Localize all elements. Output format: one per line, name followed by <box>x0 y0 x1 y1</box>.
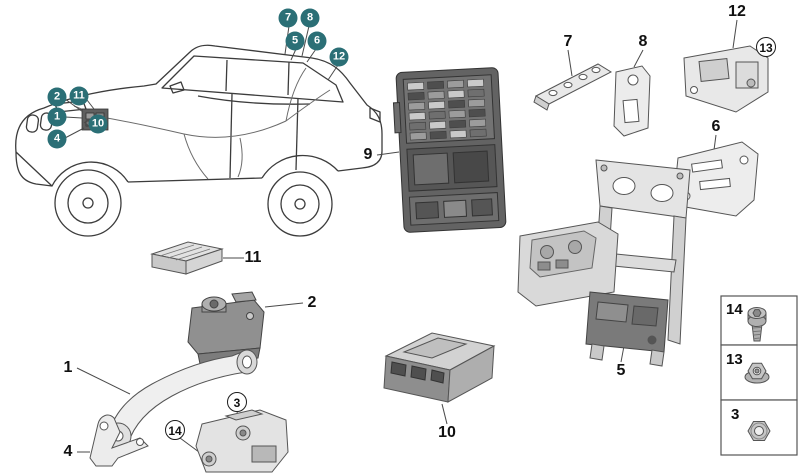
car-callout-5[interactable]: 5 <box>285 31 305 51</box>
hex-nut-icon <box>747 421 771 441</box>
fuse-grid <box>407 78 487 141</box>
rear-wheel <box>267 171 333 237</box>
part-label-8[interactable]: 8 <box>638 33 648 50</box>
car-callout-7[interactable]: 7 <box>278 8 298 28</box>
part-label-12[interactable]: 12 <box>728 3 746 20</box>
part-label-2[interactable]: 2 <box>307 294 317 311</box>
ref-callout-3[interactable]: 3 <box>227 392 247 412</box>
side-mirror <box>169 81 185 94</box>
part-label-4[interactable]: 4 <box>63 443 73 460</box>
part-label-1[interactable]: 1 <box>63 359 73 376</box>
front-wheel <box>54 169 122 237</box>
ref-callout-13[interactable]: 13 <box>756 37 776 57</box>
legend-num-3[interactable]: 3 <box>731 406 740 423</box>
rear-light <box>369 107 381 123</box>
leader-lines <box>64 19 763 456</box>
part-8-bracket <box>613 65 651 137</box>
car-callout-1[interactable]: 1 <box>47 107 67 127</box>
terminal-holder-assembly <box>195 409 289 473</box>
socket-screw-icon <box>747 307 767 342</box>
part-7-bracket <box>533 63 613 111</box>
legend-num-14[interactable]: 14 <box>726 301 743 318</box>
part-11-cover <box>150 241 224 275</box>
part-label-5[interactable]: 5 <box>616 362 626 379</box>
ref-callout-14[interactable]: 14 <box>165 420 185 440</box>
part-label-6[interactable]: 6 <box>711 118 721 135</box>
car-callout-2[interactable]: 2 <box>47 87 67 107</box>
car-callout-4[interactable]: 4 <box>47 129 67 149</box>
car-callout-11[interactable]: 11 <box>69 86 89 106</box>
part-label-7[interactable]: 7 <box>563 33 573 50</box>
part-5-carrier <box>517 159 691 367</box>
part-label-9[interactable]: 9 <box>363 146 373 163</box>
part-label-10[interactable]: 10 <box>438 424 456 441</box>
part-12-bracket <box>683 45 769 113</box>
car-callout-6[interactable]: 6 <box>307 31 327 51</box>
flange-nut-icon <box>744 362 770 384</box>
car-illustration <box>15 44 383 237</box>
legend-num-13[interactable]: 13 <box>726 351 743 368</box>
part-10-module <box>383 332 496 403</box>
part-9-fuse-box <box>392 67 507 233</box>
wiring-harness-lines <box>73 67 331 180</box>
car-callout-12[interactable]: 12 <box>329 47 349 67</box>
part-label-11[interactable]: 11 <box>244 249 262 266</box>
car-callout-8[interactable]: 8 <box>300 8 320 28</box>
car-callout-10[interactable]: 10 <box>88 114 108 134</box>
part-4-bracket <box>89 414 149 467</box>
